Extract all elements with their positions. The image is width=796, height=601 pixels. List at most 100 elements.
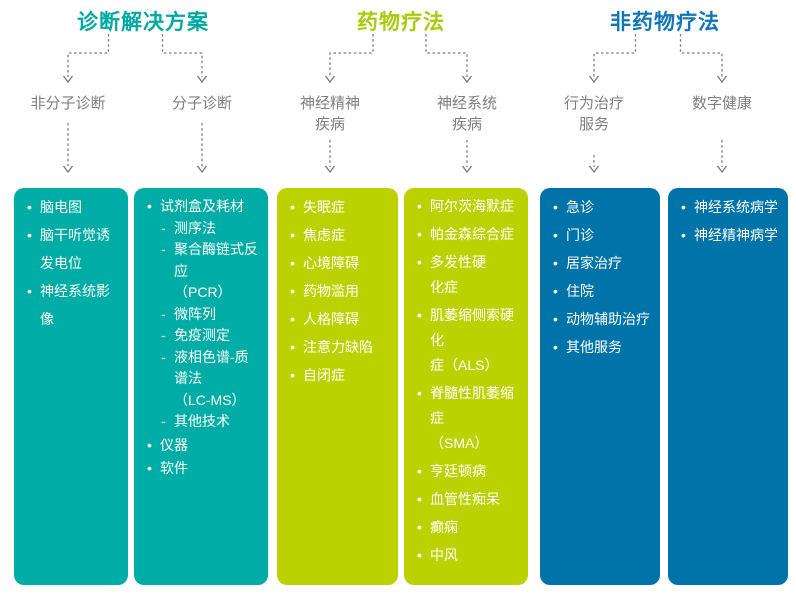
bullet-marker: •	[290, 311, 295, 327]
list-item: • 心境障碍	[290, 249, 392, 277]
group-title-diagnostic-solutions: 诊断解决方案	[77, 11, 209, 34]
dash-marker: -	[161, 327, 166, 343]
bullet-marker: •	[553, 199, 558, 215]
list-item: •居家治疗	[553, 249, 654, 277]
dash-marker: -	[161, 348, 166, 365]
bullet-marker: •	[417, 307, 422, 323]
list-item-text: 试剂盒及耗材	[160, 198, 244, 214]
list-item-text: 癫痫	[430, 519, 458, 535]
bullet-marker: •	[417, 547, 422, 563]
list-item-text: 焦虑症	[303, 227, 345, 243]
item-list: •脑电图•脑干听觉诱 发电位•神经系统影像	[14, 188, 128, 333]
list-item: • 失眠症	[290, 193, 392, 221]
list-item: -其他技术	[161, 411, 262, 433]
list-item: •住院	[553, 277, 654, 305]
list-item: -聚合酶链式反应 （PCR）	[161, 239, 262, 304]
bullet-marker: •	[681, 227, 686, 243]
bullet-marker: •	[553, 339, 558, 355]
list-item: • 急诊	[553, 193, 654, 221]
elbow-left-3	[593, 34, 637, 77]
bullet-marker: •	[290, 227, 295, 243]
bullet-marker: •	[417, 254, 422, 270]
bullet-marker: •	[147, 198, 152, 214]
list-item-text: 仪器	[160, 436, 188, 453]
connector-lines	[62, 34, 728, 174]
list-item: •自闭症	[290, 361, 392, 389]
list-item-text: 门诊	[566, 227, 594, 243]
item-list: • 神经系统病学 • 神经精神病学	[668, 188, 788, 249]
bullet-marker: •	[417, 385, 422, 401]
list-item: •肌萎缩侧索硬化 症（ALS）	[417, 303, 522, 378]
list-item-text: 阿尔茨海默症	[430, 198, 514, 214]
sublabel-digital-health: 数字健康	[691, 95, 753, 112]
bullet-marker: •	[553, 227, 558, 243]
list-item-text: 心境障碍	[303, 255, 359, 271]
list-item: -液相色谱-质谱法 （LC-MS）	[161, 347, 262, 412]
elbow-right-1	[161, 34, 203, 77]
item-list: •试剂盒及耗材-测序法-聚合酶链式反应 （PCR）-微阵列-免疫测定-液相色谱-…	[134, 188, 268, 480]
list-item-text: 中风	[430, 547, 458, 563]
box-nervous-system-diseases: •阿尔茨海默症•帕金森综合症•多发性硬 化症•肌萎缩侧索硬化 症（ALS）•脊髓…	[404, 188, 528, 585]
list-item: • 脊髓性肌萎缩症 （SMA）	[417, 381, 522, 456]
sublabel-neuropsychiatric-diseases: 神经精神 疾病	[299, 95, 361, 133]
dash-marker: -	[161, 305, 166, 322]
bullet-marker: •	[681, 199, 686, 215]
list-item-text: 急诊	[566, 199, 594, 215]
bullet-marker: •	[417, 198, 422, 214]
arrowhead	[62, 75, 74, 84]
list-item: •脑干听觉诱 发电位	[27, 221, 122, 277]
list-item-text: 动物辅助治疗	[566, 311, 650, 327]
list-item-text: 神经系统病学	[694, 199, 778, 215]
box-molecular-diagnosis: •试剂盒及耗材-测序法-聚合酶链式反应 （PCR）-微阵列-免疫测定-液相色谱-…	[134, 188, 268, 585]
arrowhead	[196, 165, 208, 174]
sublabel-nervous-system-diseases: 神经系统 疾病	[436, 95, 498, 133]
bullet-marker: •	[290, 283, 295, 299]
list-item-text: 其他技术	[174, 413, 230, 429]
group-title-drug-therapy: 药物疗法	[357, 11, 445, 34]
group-title-non-drug-therapy: 非药物疗法	[610, 11, 720, 34]
list-item-text: 微阵列	[174, 305, 216, 322]
dash-marker: -	[161, 219, 166, 236]
arrowhead	[716, 75, 728, 84]
list-item: • 其他服务	[553, 333, 654, 361]
item-list: •失眠症•焦虑症•心境障碍•药物滥用•人格障碍•注意力缺陷•自闭症	[277, 188, 398, 389]
bullet-marker: •	[290, 339, 295, 355]
list-item: • 神经系统病学	[681, 193, 782, 221]
arrowhead	[461, 165, 473, 174]
bullet-marker: •	[417, 226, 422, 242]
list-item-text: 脊髓性肌萎缩症 （SMA）	[430, 385, 514, 451]
dash-marker: -	[161, 413, 166, 429]
list-item-text: 帕金森综合症	[430, 226, 514, 242]
bullet-marker: •	[27, 199, 32, 215]
list-item-text: 测序法	[174, 219, 216, 236]
list-item: • 神经系统影像	[27, 277, 122, 333]
list-item: •多发性硬 化症	[417, 250, 522, 300]
elbow-left-2	[329, 34, 374, 77]
list-item-text: 其他服务	[566, 339, 622, 355]
list-item-text: 注意力缺陷	[303, 339, 373, 355]
list-item-text: 失眠症	[303, 199, 345, 215]
bullet-marker: •	[27, 283, 32, 299]
sublabel-behavioral-therapy-services: 行为治疗 服务	[563, 95, 625, 133]
list-item: •血管性痴呆	[417, 487, 522, 512]
list-item: -免疫测定	[161, 325, 262, 347]
list-item-text: 神经系统影像	[40, 283, 110, 327]
bullet-marker: •	[553, 255, 558, 271]
list-item-text: 神经精神病学	[694, 227, 778, 243]
bullet-marker: •	[553, 311, 558, 327]
arrowhead	[588, 75, 600, 84]
list-item-text: 免疫测定	[174, 327, 230, 343]
bullet-marker: •	[290, 255, 295, 271]
list-item-text: 软件	[160, 460, 188, 476]
bullet-marker: •	[290, 199, 295, 215]
list-item: -测序法	[161, 218, 262, 240]
list-item: • 动物辅助治疗	[553, 305, 654, 333]
list-item: • 门诊	[553, 221, 654, 249]
list-item-text: 液相色谱-质谱法 （LC-MS）	[174, 348, 249, 408]
list-item: • 注意力缺陷	[290, 333, 392, 361]
list-item-text: 人格障碍	[303, 311, 359, 327]
arrowhead	[324, 165, 336, 174]
box-digital-health: • 神经系统病学 • 神经精神病学	[668, 188, 788, 585]
arrowhead	[716, 165, 728, 174]
bullet-marker: •	[553, 283, 558, 299]
